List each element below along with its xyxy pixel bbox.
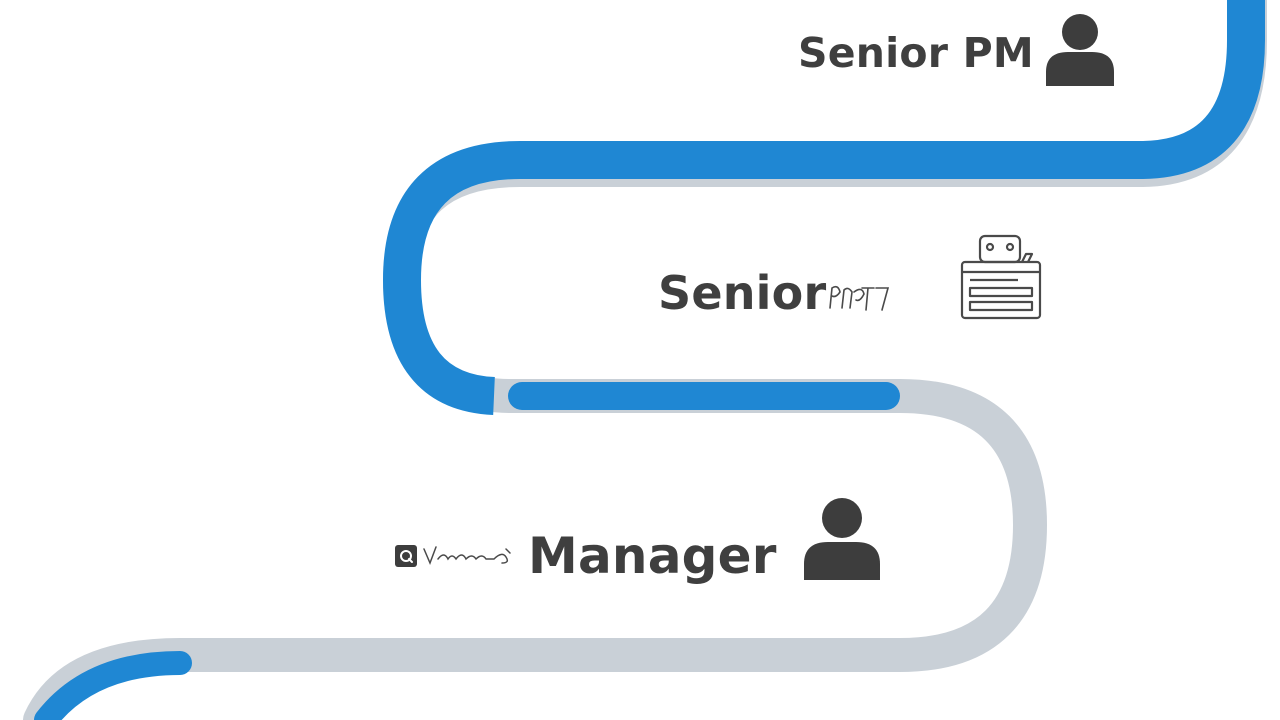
stage-label-senior-pm: Senior PM	[798, 29, 1034, 77]
scribble-decoration	[829, 285, 890, 311]
progress-path-top	[383, 0, 1265, 415]
person-icon	[1046, 14, 1114, 86]
badge-icon	[395, 545, 417, 567]
track-path	[23, 0, 1267, 720]
stage-label-senior: Senior	[658, 266, 827, 320]
progress-path-bottom	[34, 651, 192, 720]
printer-icon	[960, 234, 1042, 320]
stage-label-manager: Manager	[528, 527, 777, 585]
scribble-decoration	[423, 546, 511, 566]
person-icon	[804, 498, 880, 580]
